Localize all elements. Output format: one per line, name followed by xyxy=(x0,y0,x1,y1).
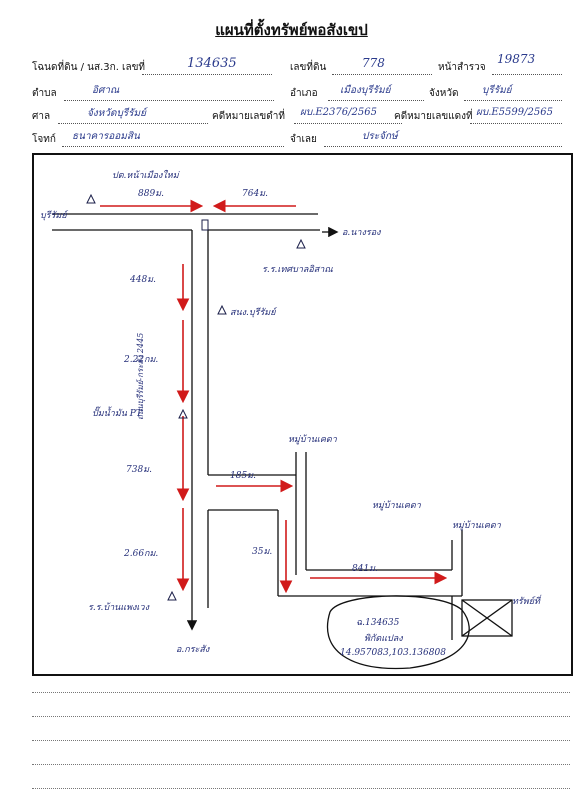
survey-page-label: หน้าสำรวจ xyxy=(438,62,486,73)
row-parties: โจทก์ ธนาคารออมสิน จำเลย ประจักษ์ xyxy=(32,130,562,150)
map-label-to-nangrong: อ.นางรอง xyxy=(342,228,381,238)
black-case-value: ผบ.E2376/2565 xyxy=(300,107,377,118)
map-label-dist-vert-4: 2.66กม. xyxy=(124,549,159,559)
blank-line xyxy=(32,788,570,789)
map-label-dist-top-left: 889ม. xyxy=(138,189,164,199)
blank-line xyxy=(32,764,570,765)
row-location: ตำบล อิศาณ อำเภอ เมืองบุรีรัมย์ จังหวัด … xyxy=(32,84,562,104)
map-label-school-bottom: ร.ร.บ้านแพงเวง xyxy=(88,603,149,613)
note-ellipse xyxy=(326,595,470,670)
junction-marker xyxy=(201,219,209,231)
map-label-village-1: หมู่บ้านเคดา xyxy=(288,435,337,445)
defendant-value: ประจักษ์ xyxy=(362,131,398,142)
tambon-label: ตำบล xyxy=(32,88,57,99)
map-label-school: ร.ร.เทศบาลอิสาณ xyxy=(262,265,333,275)
landmark-school-bottom xyxy=(167,590,177,601)
map-label-road-name: ถนนบุรีรัมย์-กระสัง 2445 xyxy=(136,332,145,420)
map-label-top-left-place: ปต.หน้าเมืองใหม่ xyxy=(112,171,179,181)
map-label-dist-branch: 185ม. xyxy=(230,471,256,481)
map-label-village-3: หมู่บ้านเคดา xyxy=(452,521,501,531)
red-case-value: ผบ.E5599/2565 xyxy=(476,107,553,118)
deed-label: โฉนดที่ดิน / นส.3ก. เลขที่ xyxy=(32,62,146,73)
map-label-to-krasang: อ.กระสัง xyxy=(176,645,210,655)
note-coord-title: พิกัดแปลง xyxy=(364,634,403,644)
province-value: บุรีรัมย์ xyxy=(482,85,512,96)
map-frame xyxy=(32,153,573,676)
landmark-school xyxy=(296,238,306,249)
map-label-office: สนง.บุรีรัมย์ xyxy=(230,308,276,318)
court-label: ศาล xyxy=(32,111,51,122)
amphoe-value: เมืองบุรีรัมย์ xyxy=(340,85,391,96)
red-case-label: คดีหมายเลขแดงที่ xyxy=(394,111,473,122)
map-label-dist-drop: 35ม. xyxy=(252,547,273,557)
map-label-buriram: บุรีรัมย์ xyxy=(40,211,67,221)
province-label: จังหวัด xyxy=(429,88,459,99)
map-label-dist-vert-1: 448ม. xyxy=(130,275,156,285)
plaintiff-label: โจทก์ xyxy=(32,134,56,145)
row-court: ศาล จังหวัดบุรีรัมย์ คดีหมายเลขดำที่ ผบ.… xyxy=(32,107,562,127)
map-label-gas-station: ปั๊มน้ำมัน PT xyxy=(92,409,142,419)
blank-line xyxy=(32,740,570,741)
landmark-gas xyxy=(178,408,188,419)
map-label-dist-last: 841ม. xyxy=(352,564,378,574)
landmark-a1 xyxy=(86,193,96,204)
defendant-label: จำเลย xyxy=(290,134,317,145)
map-label-dist-top-right: 764ม. xyxy=(242,189,268,199)
land-no-label: เลขที่ดิน xyxy=(290,62,327,73)
row-deed: โฉนดที่ดิน / นส.3ก. เลขที่ 134635 เลขที่… xyxy=(32,52,562,78)
blank-line xyxy=(32,692,570,693)
note-deed: ฉ.134635 xyxy=(356,618,400,628)
survey-page-value: 19873 xyxy=(497,52,536,66)
page-title: แผนที่ตั้งทรัพย์พอสังเขป xyxy=(215,21,368,39)
note-coords: 14.957083,103.136808 xyxy=(340,648,446,658)
map-label-parcel: ทรัพย์ที่ xyxy=(512,597,540,607)
map-label-village-2: หมู่บ้านเคดา xyxy=(372,501,421,511)
deed-value: 134635 xyxy=(187,56,237,71)
tambon-value: อิศาณ xyxy=(92,85,120,96)
amphoe-label: อำเภอ xyxy=(290,88,318,99)
plaintiff-value: ธนาคารออมสิน xyxy=(72,131,140,142)
map-label-dist-vert-3: 738ม. xyxy=(126,465,152,475)
land-no-value: 778 xyxy=(362,56,385,70)
court-value: จังหวัดบุรีรัมย์ xyxy=(87,108,146,119)
map-label-dist-vert-2: 2.22กม. xyxy=(124,355,159,365)
landmark-office xyxy=(217,304,227,315)
black-case-label: คดีหมายเลขดำที่ xyxy=(212,111,285,122)
blank-line xyxy=(32,716,570,717)
parcel-box xyxy=(461,599,513,637)
